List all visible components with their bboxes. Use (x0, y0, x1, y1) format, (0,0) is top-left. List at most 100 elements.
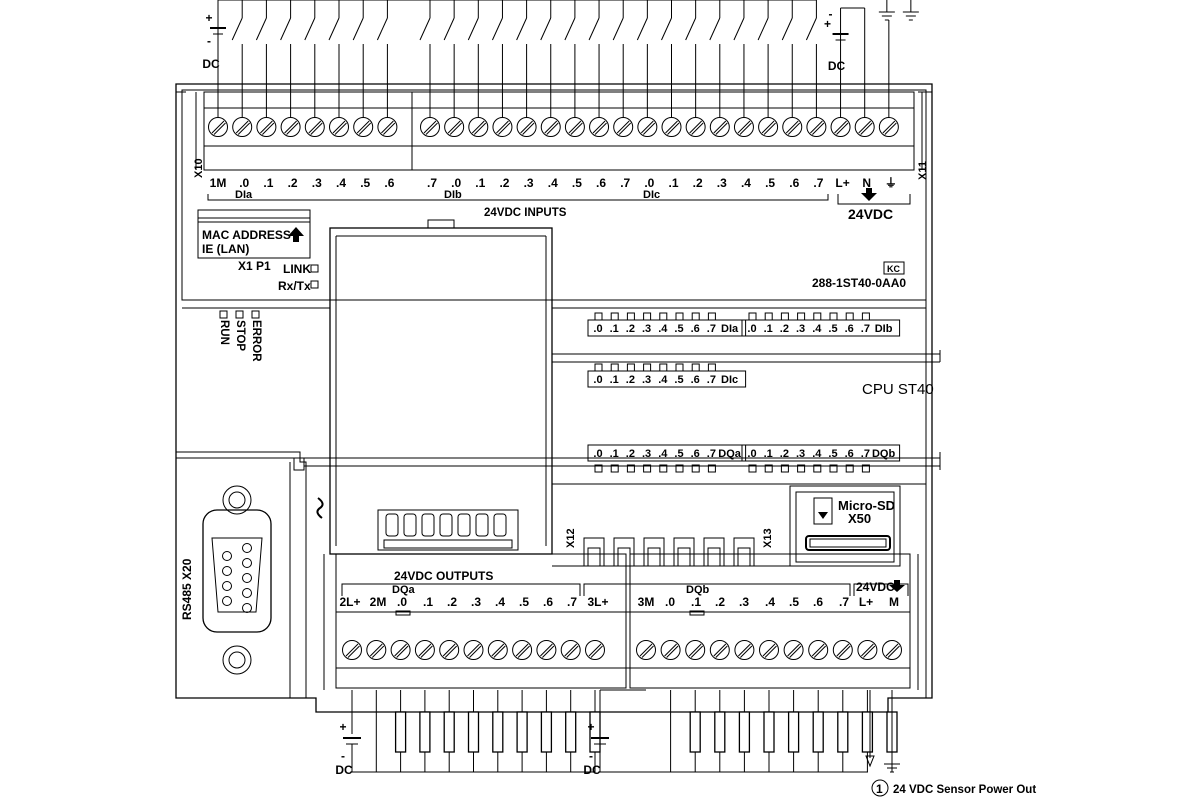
top-screw-terminal (806, 117, 827, 137)
dia-led-label: .4 (658, 323, 668, 335)
bottom-screw-terminal (783, 640, 804, 660)
input-switch (352, 17, 364, 41)
dia-led (691, 312, 700, 321)
load-resistor (565, 711, 577, 753)
bottom-screw-terminal (857, 640, 878, 660)
load-resistor (516, 711, 528, 753)
vent-slot (493, 513, 507, 537)
input-switch (328, 17, 340, 41)
part-number: 288-1ST40-0AA0 (812, 276, 906, 290)
input-switch (661, 17, 672, 41)
outputs-label: 24VDC OUTPUTS (394, 569, 493, 583)
expansion-tab (733, 537, 755, 566)
dia-group-label: DIa (721, 323, 739, 335)
input-terminal-label: .0 (239, 176, 249, 190)
top-screw-terminal (613, 117, 634, 137)
dqa-led-label: .2 (626, 448, 635, 460)
output-terminal-label: .0 (397, 595, 407, 609)
input-terminal-label: .3 (717, 176, 727, 190)
top-screw-terminal (420, 117, 440, 137)
dqb-led-label: .4 (812, 448, 822, 460)
dib-led (780, 312, 789, 321)
expansion-tabs (583, 537, 755, 566)
input-terminal-label: .0 (451, 176, 461, 190)
output-terminal-label: .5 (519, 595, 529, 609)
dib-led-label: .1 (764, 323, 773, 335)
input-terminal-label: 1M (210, 176, 227, 190)
bottom-screw-terminal (512, 640, 533, 660)
expansion-tab-inner (707, 547, 721, 566)
dqb-led (813, 464, 822, 473)
input-switch (685, 17, 697, 41)
dqa-led (643, 464, 652, 473)
dic-led (610, 363, 619, 372)
top-screw-terminal (329, 117, 349, 137)
input-terminal-label: .5 (360, 176, 370, 190)
dqb-led-label: .5 (828, 448, 837, 460)
db9-pin (242, 588, 252, 598)
input-switch (709, 17, 721, 41)
dqb-led-label: .3 (796, 448, 805, 460)
top-screw-terminal (854, 117, 875, 137)
expansion-tab (613, 537, 635, 566)
load-resistor (689, 711, 701, 753)
dc-label: DC (828, 59, 846, 73)
input-terminal-label: .1 (475, 176, 485, 190)
input-terminal-label: .6 (384, 176, 394, 190)
dic-led (659, 363, 668, 372)
dia-led-label: .1 (610, 323, 619, 335)
power-terminal-label: N (862, 176, 871, 190)
load-resistor (738, 711, 751, 753)
top-screw-terminal (516, 117, 537, 137)
db9-pins (222, 543, 252, 613)
top-screw-terminal (685, 117, 706, 137)
dic-led-label: .7 (707, 374, 716, 386)
output-power-source-a: +-DC (335, 690, 361, 777)
group-dic-label: DIc (643, 189, 660, 201)
bottom-screw-terminal (463, 640, 484, 660)
input-switch (781, 17, 793, 41)
output-power-label: L+ (859, 595, 873, 609)
dqa-led (691, 464, 700, 473)
input-terminal-label: .5 (572, 176, 582, 190)
dia-led-label: .7 (707, 323, 716, 335)
vent-slot (385, 513, 399, 537)
dqa-led-label: .4 (658, 448, 668, 460)
dqa-led (594, 464, 603, 473)
input-terminal-label: .0 (644, 176, 654, 190)
dqb-led-label: .7 (861, 448, 870, 460)
x11-label: X11 (917, 161, 929, 180)
db9-pin (242, 603, 252, 613)
x13-label: X13 (762, 528, 774, 548)
dqa-led-label: .3 (642, 448, 651, 460)
ie-lan-label: IE (LAN) (202, 242, 249, 256)
bottom-screw-terminal (366, 640, 387, 660)
dqa-led-label: .7 (707, 448, 716, 460)
dqa-led (626, 464, 635, 473)
dia-led (626, 312, 635, 321)
input-terminal-label: .2 (499, 176, 509, 190)
dib-led (813, 312, 822, 321)
dqa-led (659, 464, 668, 473)
output-terminal-label: .6 (813, 595, 823, 609)
load-resistor (837, 711, 849, 753)
output-power-label: M (889, 595, 899, 609)
sensor-power-arrow-icon (865, 755, 875, 768)
top-screw-terminal (232, 117, 253, 137)
dib-label-box (741, 319, 901, 337)
mac-address-area: MAC ADDRESS IE (LAN) (197, 209, 311, 259)
plus-label: + (824, 17, 831, 31)
dia-led-label: .2 (626, 323, 635, 335)
top-screw-terminal (637, 117, 658, 137)
input-switch (588, 17, 600, 41)
top-screw-terminal (758, 117, 779, 137)
db9-pin (242, 558, 252, 568)
input-supply-label: 24VDC (848, 206, 893, 222)
dqb-led-label: .0 (747, 448, 756, 460)
power-terminal-label: ⏚ (885, 176, 897, 190)
top-screw-terminal (709, 117, 730, 137)
output-terminal-label: .2 (447, 595, 457, 609)
dic-led-label: .3 (642, 374, 651, 386)
micro-sd-slot[interactable]: Micro-SD X50 (789, 485, 901, 567)
